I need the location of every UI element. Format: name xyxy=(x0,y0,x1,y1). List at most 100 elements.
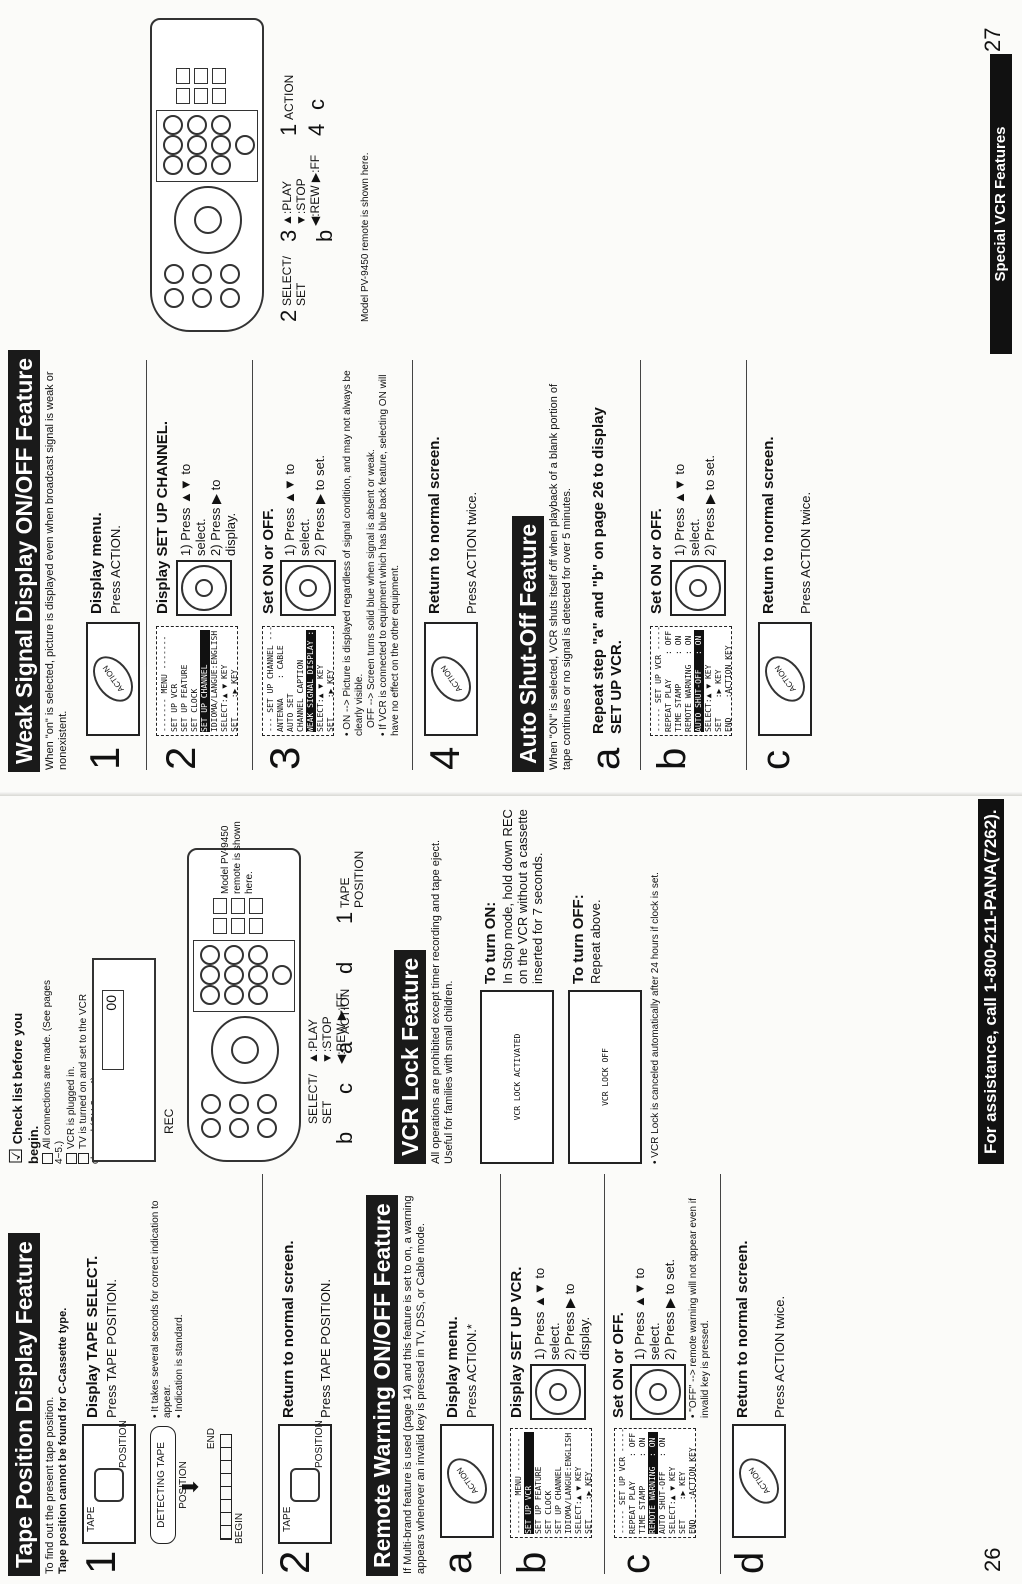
callout-4: 4 xyxy=(304,123,329,136)
action-button-figure: ACTION xyxy=(438,1424,496,1538)
remote-key xyxy=(200,945,220,965)
osd-row: REPEAT PLAY : OFF xyxy=(628,1432,637,1534)
tape-step-2-sub: Press TAPE POSITION. xyxy=(318,1279,333,1418)
remote-key xyxy=(163,115,183,135)
remote-warning-step-d-title: Return to normal screen. xyxy=(734,1240,751,1418)
remote-key xyxy=(235,135,255,155)
osd-row: IDIOMA/LANGUE:ENGLISH xyxy=(210,630,219,732)
remote-key xyxy=(192,288,212,308)
remote-key xyxy=(163,155,183,175)
tape-position-button-figure-2: TAPE POSITION xyxy=(278,1420,332,1544)
remote-key xyxy=(164,288,184,308)
remote-key xyxy=(211,115,231,135)
osd-row: SELECT:▲ ▼ KEY xyxy=(316,664,325,732)
divider xyxy=(252,360,253,770)
auto-shutoff-step-b-letter: b xyxy=(650,747,694,770)
action-button-icon: ACTION xyxy=(756,648,814,710)
select-pad-icon xyxy=(675,565,721,611)
action-button-figure-5: ACTION xyxy=(756,622,814,736)
vcr-lock-note: • VCR Lock is canceled automatically aft… xyxy=(650,872,661,1164)
osd-row: ----- SET UP VCR ----- xyxy=(618,1428,627,1534)
select-pad-figure-4 xyxy=(280,560,336,616)
callout-c-2: c xyxy=(304,99,329,110)
remote-tape-keys xyxy=(176,44,236,104)
remote-key xyxy=(164,264,184,284)
remote-key xyxy=(224,985,244,1005)
remote-warning-step-d-sub: Press ACTION twice. xyxy=(772,1295,787,1418)
remote-key xyxy=(194,68,208,84)
remote-key xyxy=(231,898,245,914)
remote-select-center xyxy=(231,1036,259,1064)
weak-step-4-title: Return to normal screen. xyxy=(426,436,443,614)
osd-row: --- SET UP CHANNEL --- xyxy=(266,626,275,732)
select-set-label-2: SELECT/ SET xyxy=(280,255,308,306)
auto-shutoff-step-c-title: Return to normal screen. xyxy=(760,436,777,614)
tape-btn-top-label: TAPE xyxy=(86,1506,97,1532)
osd-row-selected: SET UP CHANNEL xyxy=(200,630,210,732)
weak-step-1-number: 1 xyxy=(81,746,128,770)
osd-row: SET :▶ KEY xyxy=(326,669,335,732)
remote-key xyxy=(187,135,207,155)
select-pad-icon xyxy=(181,565,227,611)
osd-row: CHANNEL CAPTION xyxy=(296,659,305,732)
vcr-lock-off-osd: VCR LOCK OFF xyxy=(568,990,642,1164)
special-vcr-features-banner: Special VCR Features xyxy=(990,54,1012,354)
remote-key xyxy=(200,965,220,985)
remote-select-center xyxy=(194,206,222,234)
vcr-lock-off-body: Repeat above. xyxy=(588,899,603,984)
osd-row: TIME STAMP : ON xyxy=(674,635,683,732)
osd-row: SELECT:▲ ▼ KEY xyxy=(704,664,713,732)
divider xyxy=(500,1174,501,1574)
arrow-down-icon: ⬇ xyxy=(178,1477,203,1496)
remote-key xyxy=(213,918,227,934)
osd-row: SELECT:▲ ▼ KEY xyxy=(220,664,229,732)
remote-key xyxy=(212,68,226,84)
osd-row: SET :▶ KEY xyxy=(230,669,239,732)
weak-step-3-s2: 2) Press ▶ to set. xyxy=(312,454,327,556)
tape-position-button-figure: TAPE POSITION xyxy=(82,1420,136,1544)
remote-key xyxy=(249,918,263,934)
tape-position-label: TAPE POSITION xyxy=(338,850,366,908)
osd-row-selected: SET UP VCR xyxy=(524,1432,534,1534)
remote-key xyxy=(248,985,268,1005)
checklist-item: All connections are made. (See pages 4~5… xyxy=(42,980,66,1164)
weak-step-3-notes: • ON --> Picture is displayed regardless… xyxy=(342,366,402,736)
osd-row: TIME STAMP : ON xyxy=(638,1437,647,1534)
remote-warning-step-c-s2: 2) Press ▶ to set. xyxy=(662,1258,677,1360)
remote-warning-step-a-letter: a xyxy=(436,1551,480,1574)
vcr-lock-on-body: In Stop mode, hold down REC on the VCR w… xyxy=(500,809,545,984)
osd-row: AUTO SHUT-OFF : ON xyxy=(658,1437,667,1534)
tape-note-1: • It takes several seconds for correct i… xyxy=(150,1200,173,1419)
right-model-note: Model PV-9450 remote is shown here. xyxy=(360,152,371,322)
action-button-icon: ACTION xyxy=(422,648,480,710)
osd-row: SET UP FEATURE xyxy=(180,664,189,732)
osd-row: SET CLOCK xyxy=(544,1490,553,1534)
action-button-figure-2: ACTION xyxy=(730,1424,788,1538)
select-pad-figure xyxy=(530,1364,586,1420)
tape-intro-line2: Tape position cannot be found for C-Cass… xyxy=(57,1307,69,1574)
weak-step-3-s1: 1) Press ▲▼ to select. xyxy=(282,463,312,556)
weak-step-2-s2: 2) Press ▶ to display. xyxy=(208,479,238,556)
remote-key xyxy=(201,1118,221,1138)
callout-3: 3 xyxy=(276,229,301,242)
osd-row: SELECT:▲ ▼ KEY xyxy=(668,1466,677,1534)
osd-row: SELECT:▲ ▼ KEY xyxy=(574,1466,583,1534)
remote-warning-step-d-letter: d xyxy=(728,1551,772,1574)
tape-intro-line1: To find out the present tape position. xyxy=(44,1396,56,1574)
weak-step-4-number: 4 xyxy=(421,746,468,770)
auto-shutoff-step-c-sub: Press ACTION twice. xyxy=(798,491,813,614)
vcr-lock-header: VCR Lock Feature xyxy=(394,949,426,1164)
rec-label: REC xyxy=(162,1108,176,1134)
set-up-vcr-osd-2: ----- SET UP VCR ----- REPEAT PLAY : OFF… xyxy=(650,626,733,736)
weak-note-on: • ON --> Picture is displayed regardless… xyxy=(342,370,365,736)
divider xyxy=(720,1174,721,1574)
tape-step-2-number: 2 xyxy=(271,1550,318,1574)
remote-key xyxy=(187,115,207,135)
checkbox-icon xyxy=(66,1153,78,1164)
remote-key xyxy=(224,965,244,985)
remote-key xyxy=(212,88,226,104)
keys-legend-2: ▲:PLAY ▼:STOP ◀:REW ▶:FF xyxy=(280,154,322,226)
detecting-tape-position-osd: DETECTING TAPE POSITION xyxy=(150,1426,189,1544)
tape-position-header: Tape Position Display Feature xyxy=(8,1233,40,1576)
